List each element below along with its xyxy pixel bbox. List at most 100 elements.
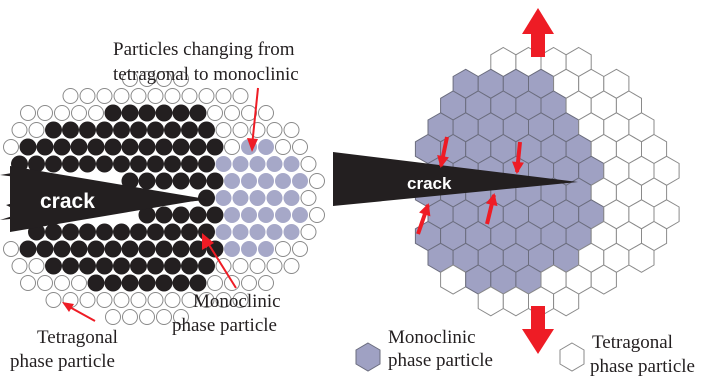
- tetragonal-particle: [258, 275, 274, 291]
- monoclinic-particle: [181, 155, 198, 173]
- tetragonal-particle: [139, 309, 155, 325]
- compressive-arrow-head: [419, 203, 431, 217]
- monoclinic-particle: [130, 121, 147, 139]
- tetragonal-particle: [156, 309, 172, 325]
- tetragonal-particle: [266, 122, 283, 138]
- tetragonal-particle: [113, 88, 130, 104]
- monoclinic-particle: [45, 155, 62, 173]
- tetragonal-particle: [309, 173, 325, 189]
- tetragonal-particle: [164, 292, 181, 308]
- tetragonal-particle: [130, 292, 147, 308]
- monoclinic-particle: [181, 257, 198, 275]
- monoclinic-particle: [164, 121, 181, 139]
- monoclinic-particle: [70, 240, 88, 258]
- tetragonal-particle: [79, 88, 96, 104]
- crack-label-left: crack: [40, 190, 95, 213]
- monoclinic-particle: [45, 257, 62, 275]
- monoclinic-particle: [45, 121, 62, 139]
- monoclinic-particle: [138, 240, 156, 258]
- legend-monoclinic-hex-icon: [355, 342, 381, 372]
- monoclinic-particle: [79, 257, 96, 275]
- monoclinic-particles-left: [11, 104, 224, 292]
- monoclinic-particle: [155, 172, 173, 190]
- tetragonal-particle: [292, 139, 308, 155]
- monoclinic-particle: [147, 155, 164, 173]
- tetragonal-label-line1: Tetragonal: [37, 327, 118, 348]
- monoclinic-particle: [198, 155, 215, 173]
- tetragonal-particle: [232, 292, 249, 308]
- changing-label-line1: Particles changing from: [113, 39, 295, 60]
- monoclinic-particle: [130, 223, 147, 241]
- monoclinic-particle: [121, 172, 139, 190]
- monoclinic-particle: [155, 274, 173, 292]
- transforming-particle: [249, 224, 266, 240]
- tetragonal-particle: [3, 241, 19, 257]
- right-panel-hex-diagram: crack: [333, 8, 680, 354]
- tetragonal-particle: [232, 122, 249, 138]
- transforming-particle: [292, 173, 308, 189]
- tetragonal-particle: [258, 105, 274, 121]
- monoclinic-particle: [155, 138, 173, 156]
- monoclinic-particle: [164, 257, 181, 275]
- tetragonal-particle: [207, 275, 223, 291]
- changing-label-line2: tetragonal to monoclinic: [113, 64, 299, 85]
- tetragonal-particle: [232, 258, 249, 274]
- monoclinic-particle: [96, 223, 113, 241]
- monoclinic-particle: [79, 223, 96, 241]
- monoclinic-particle: [53, 138, 71, 156]
- tetragonal-particle: [198, 88, 215, 104]
- transforming-particle: [232, 224, 249, 240]
- transforming-particle: [258, 173, 274, 189]
- tetragonal-particle: [11, 258, 28, 274]
- monoclinic-particle: [79, 155, 96, 173]
- tetragonal-particle: [300, 190, 317, 206]
- tetragonal-particle: [283, 122, 300, 138]
- monoclinic-particle: [147, 223, 164, 241]
- monoclinic-particle: [172, 206, 190, 224]
- monoclinic-particle: [62, 155, 79, 173]
- tetragonal-particle: [28, 258, 45, 274]
- tetragonal-particle: [215, 292, 232, 308]
- monoclinic-particle: [198, 257, 215, 275]
- legend-tetragonal-line2: phase particle: [590, 356, 695, 377]
- tetragonal-particle: [71, 275, 87, 291]
- left-text-labels: Particles changing from tetragonal to mo…: [10, 39, 299, 372]
- transforming-particle: [258, 207, 274, 223]
- arrow-monoclinic-to-particle: [205, 239, 237, 289]
- arrowhead-monoclinic: [202, 233, 214, 250]
- monoclinic-particle: [121, 138, 139, 156]
- monoclinic-particle: [70, 138, 88, 156]
- monoclinic-particle: [104, 104, 122, 122]
- transforming-particle: [224, 207, 240, 223]
- transforming-particle: [232, 156, 249, 172]
- monoclinic-particle: [189, 274, 207, 292]
- monoclinic-particle: [164, 155, 181, 173]
- legend-tetragonal-line1: Tetragonal: [592, 332, 673, 353]
- compressive-stress-arrows: [416, 136, 524, 235]
- monoclinic-particle: [189, 138, 207, 156]
- transforming-particle: [215, 224, 232, 240]
- transforming-particle: [275, 173, 291, 189]
- monoclinic-particle: [62, 257, 79, 275]
- tetragonal-particle: [139, 71, 155, 87]
- tetragonal-particle: [96, 88, 113, 104]
- monoclinic-particle: [87, 274, 105, 292]
- transforming-particle: [266, 156, 283, 172]
- monoclinic-particle: [206, 172, 224, 190]
- monoclinic-particle: [138, 206, 156, 224]
- monoclinic-particle: [121, 274, 139, 292]
- transforming-particle: [283, 190, 300, 206]
- tetragonal-particle: [164, 88, 181, 104]
- tetragonal-particle: [215, 122, 232, 138]
- monoclinic-label-line2: phase particle: [172, 315, 277, 336]
- transforming-particle: [249, 156, 266, 172]
- legend: Monoclinic phase particle Tetragonal pha…: [355, 327, 695, 377]
- monoclinic-particle: [96, 257, 113, 275]
- monoclinic-particle: [138, 172, 156, 190]
- hexagonal-grid: [414, 46, 680, 317]
- tetragonal-particle: [275, 139, 291, 155]
- tetragonal-particle: [292, 241, 308, 257]
- tetragonal-particle: [300, 156, 317, 172]
- tetragonal-particle: [37, 275, 53, 291]
